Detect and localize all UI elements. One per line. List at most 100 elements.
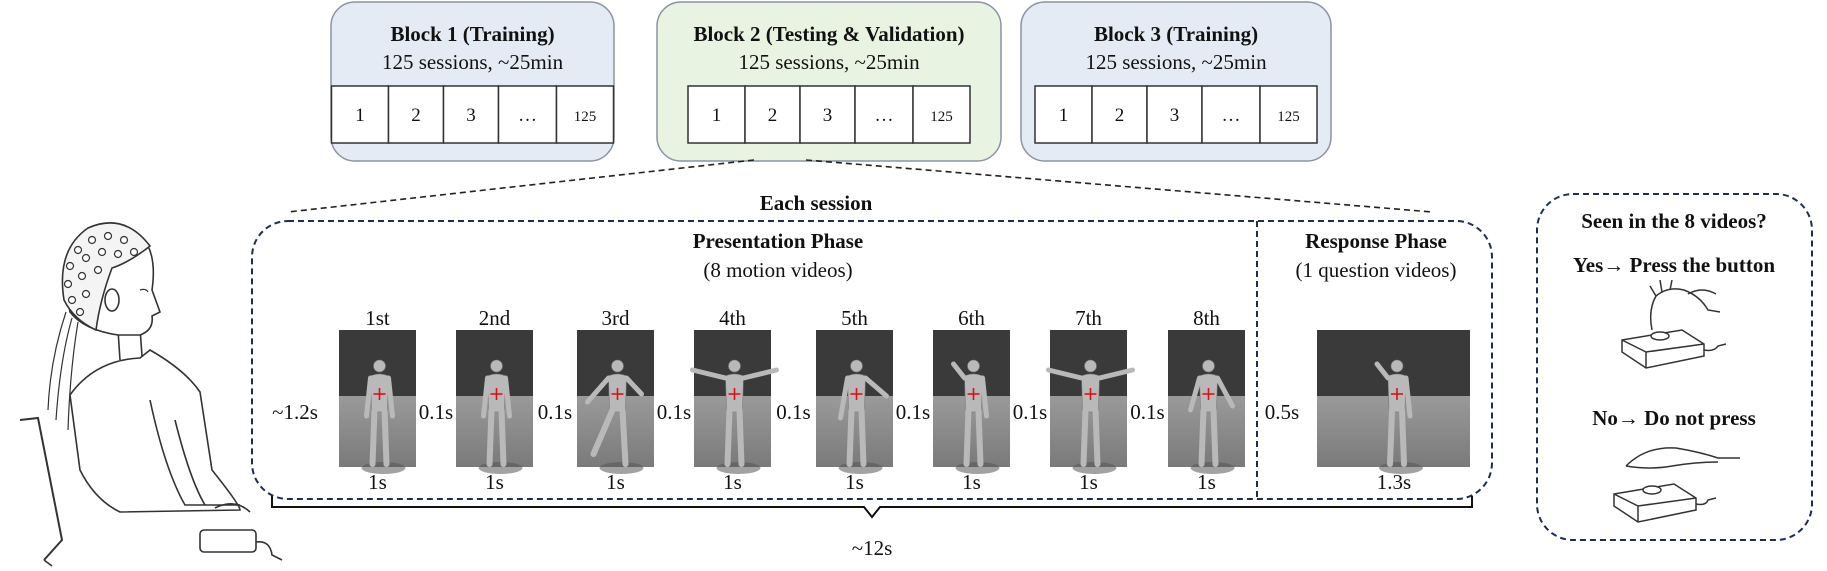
inter-video-gap-label: 0.1s <box>538 400 572 424</box>
video-duration-label: 1s <box>962 470 981 494</box>
response-gap-label: 0.5s <box>1265 400 1299 424</box>
video-duration-label: 1s <box>368 470 387 494</box>
video-frame-6: 6th 1s <box>933 306 1010 494</box>
avatar-figure <box>1188 359 1235 474</box>
session-cell-label: 3 <box>1170 105 1180 126</box>
instruction-question: Seen in the 8 videos? <box>1581 209 1767 233</box>
session-cell <box>387 85 445 144</box>
avatar-figure <box>478 359 523 474</box>
session-cell <box>744 85 801 144</box>
response-duration-label: 1.3s <box>1377 470 1411 494</box>
session-cell-label: 3 <box>823 105 833 126</box>
video-frame-2: 2nd 1s <box>456 306 533 494</box>
video-ordinal-label: 1st <box>365 306 390 330</box>
video-frame-7: 7th 1s <box>1046 306 1135 494</box>
inter-video-gap-label: 0.1s <box>896 400 930 424</box>
session-cell <box>799 85 856 144</box>
session-cell-label: 125 <box>1277 109 1300 125</box>
avatar-figure <box>1046 359 1135 474</box>
session-cell <box>330 85 390 144</box>
video-frame-4: 4th 1s <box>690 306 779 494</box>
session-cell-label: 1 <box>712 105 722 126</box>
instruction-box <box>1536 193 1813 541</box>
video-ordinal-label: 2nd <box>479 306 511 330</box>
video-duration-label: 1s <box>1079 470 1098 494</box>
video-frame-3: 3rd 1s <box>577 306 654 494</box>
session-cell-label: … <box>875 105 894 126</box>
session-box <box>251 220 1493 500</box>
instruction-yes: Yes→ Press the button <box>1573 253 1775 277</box>
inter-video-gap-label: 0.1s <box>1013 400 1047 424</box>
video-ordinal-label: 8th <box>1193 306 1220 330</box>
response-phase-title: Response Phase <box>1305 229 1447 253</box>
total-duration-label: ~12s <box>852 536 893 560</box>
inter-video-gap-label: 0.1s <box>419 400 453 424</box>
session-label: Each session <box>760 191 873 215</box>
session-cell-label: 2 <box>411 105 421 126</box>
session-cell <box>442 85 500 144</box>
session-cell <box>687 85 746 144</box>
session-cell-label: … <box>1222 105 1241 126</box>
hand-pressing-button-icon <box>1621 279 1727 369</box>
avatar-figure <box>690 359 779 474</box>
session-cell-label: 3 <box>466 105 476 126</box>
video-frame-1: 1st 1s <box>339 306 416 494</box>
session-cell <box>1146 85 1203 144</box>
block-subtitle: 125 sessions, ~25min <box>382 50 564 74</box>
response-video-frame <box>1317 330 1470 474</box>
video-ordinal-label: 7th <box>1075 306 1102 330</box>
avatar-figure <box>1374 359 1423 474</box>
response-phase-subtitle: (1 question videos) <box>1296 258 1457 282</box>
video-duration-label: 1s <box>485 470 504 494</box>
session-cell-label: 1 <box>355 105 365 126</box>
session-cell <box>1034 85 1093 144</box>
session-cell-label: 2 <box>768 105 778 126</box>
inter-video-gap-label: 0.1s <box>1130 400 1164 424</box>
initial-interval-label: ~1.2s <box>272 400 318 424</box>
video-frame-8: 8th 1s <box>1168 306 1245 494</box>
block-subtitle: 125 sessions, ~25min <box>738 50 920 74</box>
block-2: Block 2 (Testing & Validation) 125 sessio… <box>656 1 1002 162</box>
presentation-phase-subtitle: (8 motion videos) <box>703 258 852 282</box>
block-title: Block 2 (Testing & Validation) <box>693 22 964 46</box>
video-ordinal-label: 6th <box>958 306 985 330</box>
avatar-figure <box>951 359 1000 474</box>
session-cell-label: 125 <box>574 109 597 125</box>
total-duration-bracket <box>271 496 1473 519</box>
hand-not-pressing-button-icon <box>1613 447 1740 523</box>
inter-video-gap-label: 0.1s <box>657 400 691 424</box>
video-ordinal-label: 4th <box>719 306 746 330</box>
avatar-figure <box>361 359 406 474</box>
session-cell <box>912 85 971 144</box>
session-cell-label: 1 <box>1059 105 1069 126</box>
video-frame-5: 5th 1s <box>816 306 893 494</box>
block-title: Block 3 (Training) <box>1094 22 1258 46</box>
video-duration-label: 1s <box>1197 470 1216 494</box>
session-cell <box>1259 85 1318 144</box>
session-cell <box>854 85 914 144</box>
video-duration-label: 1s <box>845 470 864 494</box>
zoom-line-right <box>805 159 1433 213</box>
video-duration-label: 1s <box>723 470 742 494</box>
avatar-figure <box>585 359 644 474</box>
session-cell <box>555 85 615 144</box>
instruction-no: No→ Do not press <box>1592 406 1756 430</box>
session-cell-label: 125 <box>930 109 953 125</box>
session-cell-label: … <box>518 105 537 126</box>
video-ordinal-label: 3rd <box>602 306 630 330</box>
video-duration-label: 1s <box>606 470 625 494</box>
eeg-subject-illustration <box>19 222 283 567</box>
session-cell <box>497 85 558 144</box>
block-subtitle: 125 sessions, ~25min <box>1085 50 1267 74</box>
presentation-phase-title: Presentation Phase <box>693 229 864 253</box>
video-frames: 1st 1s 0.1s 2nd 1s 0.1s 3rd 1s 0.1s 4th 1s 0.1s 5th 1… <box>339 306 1245 494</box>
avatar-figure <box>838 359 889 474</box>
inter-video-gap-label: 0.1s <box>776 400 810 424</box>
zoom-line-left <box>287 159 755 213</box>
session-cell-label: 2 <box>1115 105 1125 126</box>
video-ordinal-label: 5th <box>841 306 868 330</box>
